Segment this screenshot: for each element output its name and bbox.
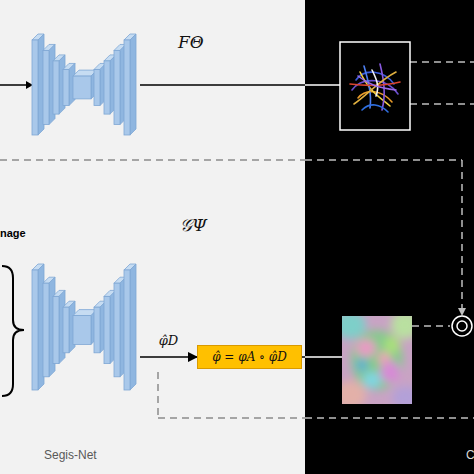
network-name: FΘ — [178, 32, 204, 52]
fiber-tract — [364, 66, 371, 108]
layer-front — [94, 69, 100, 105]
dashed-wire — [410, 61, 474, 63]
network-graphic — [30, 255, 140, 405]
layer-front — [73, 316, 91, 345]
field-blob — [342, 381, 366, 404]
output-wire — [305, 84, 340, 86]
network-block: FΘ — [30, 30, 140, 145]
right-panel — [305, 0, 474, 474]
layer-side — [130, 264, 136, 390]
dashed-wire — [305, 159, 462, 161]
network-layer — [73, 310, 97, 345]
field-blob — [380, 361, 400, 383]
input-arrow — [0, 84, 27, 86]
field-blob — [356, 339, 376, 357]
tract-image — [350, 64, 400, 112]
field-blob — [378, 352, 390, 364]
dashed-wire — [410, 103, 474, 105]
flow-arrow — [140, 356, 197, 358]
layer-side — [130, 34, 136, 135]
formula-box: φ̂ = φA ∘ φ̂D — [197, 345, 302, 369]
fiber-tract — [362, 105, 388, 112]
input-brace — [2, 266, 24, 396]
field-blob — [391, 316, 412, 339]
layer-front — [104, 296, 110, 363]
network-layer — [124, 264, 136, 390]
network-block: 𝒢Ψ — [30, 255, 140, 405]
layer-front — [63, 307, 69, 353]
network-layer — [124, 34, 136, 135]
network-layer — [32, 264, 44, 390]
cropped-text: nage — [0, 227, 26, 239]
layer-front — [73, 76, 91, 99]
operator-symbol — [457, 321, 467, 331]
panel-caption: Segis-Net — [44, 448, 97, 462]
dashed-wire — [461, 160, 463, 310]
layer-front — [114, 50, 120, 124]
network-layer — [32, 34, 44, 135]
operator-symbol — [452, 316, 472, 336]
layer-front — [94, 307, 100, 353]
dashed-wire — [158, 417, 305, 419]
edge-label: φ̂D — [159, 333, 179, 348]
layer-front — [43, 50, 49, 124]
deformation-field-image — [342, 316, 412, 404]
output-wire — [140, 84, 305, 86]
layer-front — [53, 61, 59, 114]
layer-front — [43, 283, 49, 377]
dashed-wire — [157, 372, 159, 418]
fiber-tract — [358, 76, 396, 90]
output-wire — [302, 356, 305, 358]
dashed-wire — [0, 159, 305, 161]
layer-front — [114, 283, 120, 377]
field-blob — [363, 372, 381, 388]
network-graphic — [30, 30, 140, 145]
layer-front — [32, 270, 38, 390]
fiber-tract — [372, 70, 378, 96]
field-blob — [351, 330, 403, 390]
field-blob — [392, 386, 412, 404]
output-wire — [305, 356, 342, 358]
dashed-wire — [412, 325, 450, 327]
layer-front — [124, 270, 130, 390]
layer-front — [104, 61, 110, 114]
left-panel — [0, 0, 305, 474]
cropped-text: C — [466, 448, 474, 462]
layer-front — [53, 296, 59, 363]
layer-front — [32, 40, 38, 135]
network-layer — [73, 70, 97, 99]
field-blob — [356, 358, 368, 372]
tract-image-frame — [340, 42, 410, 130]
dashed-wire — [305, 417, 474, 419]
layer-front — [124, 40, 130, 135]
formula-text: φ̂ = φA ∘ φ̂D — [212, 350, 287, 364]
field-blob — [384, 336, 400, 354]
arrow-head — [458, 308, 466, 316]
layer-front — [63, 69, 69, 105]
network-name: 𝒢Ψ — [180, 215, 207, 235]
